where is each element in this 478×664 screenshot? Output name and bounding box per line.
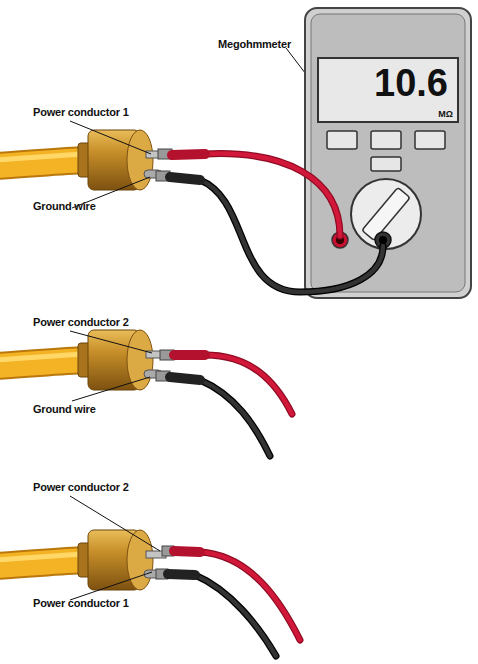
display-screen: 10.6MΩ	[318, 58, 458, 122]
callout-label: Power conductor 1	[33, 597, 129, 609]
megohmmeter	[305, 8, 471, 298]
test-leads	[156, 149, 383, 656]
callout-label: Power conductor 2	[33, 481, 129, 493]
callout-label: Power conductor 1	[33, 106, 129, 118]
reading-value: 10.6	[374, 64, 448, 102]
callout-label: Ground wire	[33, 403, 96, 415]
callout-label: Power conductor 2	[33, 316, 129, 328]
plug	[0, 330, 166, 390]
callout-label: Megohmmeter	[218, 38, 291, 50]
unit-label: MΩ	[438, 110, 453, 119]
callout-label: Ground wire	[33, 200, 96, 212]
